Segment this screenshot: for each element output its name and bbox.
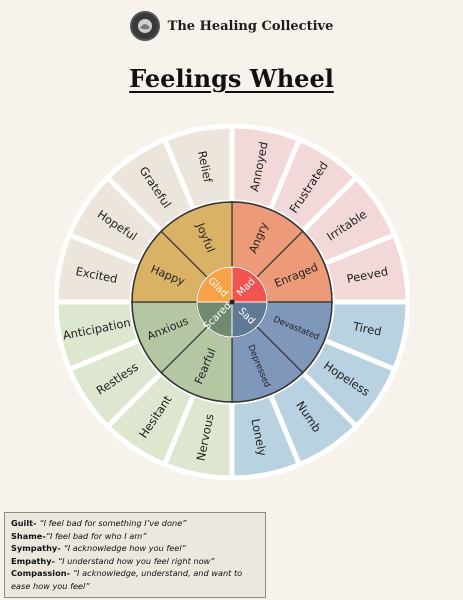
core-segment-mad xyxy=(231,266,268,303)
legend-row: Sympathy- “I acknowledge how you feel” xyxy=(11,542,259,555)
legend-row: Empathy- “I understand how you feel righ… xyxy=(11,555,259,568)
core-segment-scared xyxy=(196,301,233,338)
legend-separator: - xyxy=(66,568,73,579)
legend-term: Sympathy xyxy=(11,543,58,554)
legend-quote: “I feel bad for who I am” xyxy=(45,530,147,541)
header: The Healing Collective xyxy=(0,10,463,42)
lotus-icon xyxy=(137,19,152,33)
legend-term: Guilt xyxy=(11,518,34,528)
legend-term: Compassion xyxy=(11,568,67,579)
legend-quote: ease how you feel” xyxy=(11,580,90,591)
legend-separator: - xyxy=(42,530,46,541)
legend-row: ease how you feel” xyxy=(11,580,259,593)
legend-row: Shame-“I feel bad for who I am” xyxy=(11,530,259,543)
page-title: Feelings Wheel xyxy=(129,64,334,93)
legend-quote: “I feel bad for something I’ve done” xyxy=(39,518,187,528)
core-segment-glad xyxy=(196,266,233,303)
core-segment-sad xyxy=(231,301,268,338)
legend-row: Guilt- “I feel bad for something I’ve do… xyxy=(11,517,259,530)
legend-quote: “I understand how you feel right now” xyxy=(57,555,215,566)
healing-collective-logo xyxy=(129,11,160,41)
outer-label-tired: Tired xyxy=(351,319,383,339)
definitions-legend: Guilt- “I feel bad for something I’ve do… xyxy=(4,512,266,598)
legend-quote: “I acknowledge how you feel” xyxy=(63,543,186,554)
outer-label-relief: Relief xyxy=(195,150,215,185)
legend-separator: - xyxy=(33,518,40,528)
legend-term: Shame xyxy=(11,530,43,541)
brand-name: The Healing Collective xyxy=(167,18,334,34)
legend-separator: - xyxy=(57,543,64,554)
center-dot xyxy=(229,299,235,305)
legend-term: Empathy xyxy=(11,555,52,566)
legend-separator: - xyxy=(51,555,58,566)
legend-row: Compassion- “I acknowledge, understand, … xyxy=(11,567,259,580)
middle-ring-border xyxy=(131,201,333,403)
legend-quote: “I acknowledge, understand, and want to xyxy=(72,568,243,579)
